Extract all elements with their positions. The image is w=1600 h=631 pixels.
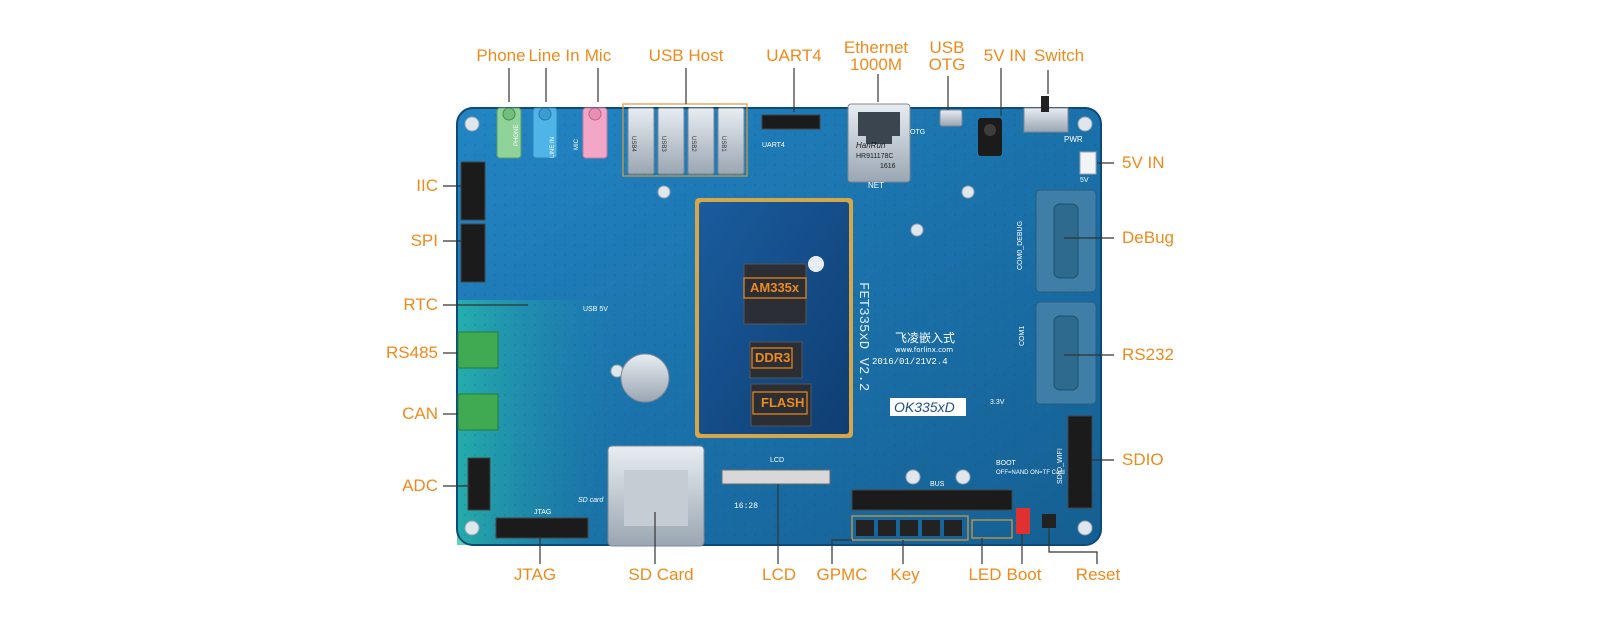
silk-date: 2016/01/21 xyxy=(872,357,926,367)
silk-website: www.forlinx.com xyxy=(895,346,953,354)
silk-version: V2.4 xyxy=(926,357,948,367)
left-headers xyxy=(457,161,589,539)
silk-net: NET xyxy=(868,181,884,190)
silk-boot: BOOT xyxy=(996,460,1017,467)
ethernet-port xyxy=(847,103,911,183)
label-usb-otg-line2: OTG xyxy=(928,55,966,74)
silk-module-name: FET335xD V2.2 xyxy=(855,282,871,391)
label-gpmc: GPMC xyxy=(816,565,868,584)
silk-com0-debug: COM0_DEBUG xyxy=(1017,221,1024,270)
label-reset: Reset xyxy=(1075,565,1121,584)
silk-eth-brand: HanRun xyxy=(856,141,886,150)
uart4-header xyxy=(761,114,821,130)
chip-label-cpu: AM335x xyxy=(750,280,800,295)
label-usb-host: USB Host xyxy=(648,46,724,65)
silk-usb3: USB3 xyxy=(660,136,666,152)
silk-board-name: OK335xD xyxy=(894,399,955,415)
label-rs232: RS232 xyxy=(1122,345,1174,364)
silk-fpc-code: 16:28 xyxy=(734,502,758,511)
silk-bus: BUS xyxy=(930,481,945,488)
silk-usb1: USB1 xyxy=(720,136,726,152)
silk-otg: OTG xyxy=(910,129,925,136)
label-jtag: JTAG xyxy=(513,565,557,584)
silk-3v3: 3.3V xyxy=(990,399,1005,406)
silk-line-in: LINE IN xyxy=(550,137,556,158)
label-key: Key xyxy=(890,565,920,584)
label-sd-card: SD Card xyxy=(628,565,694,584)
label-ethernet: Ethernet xyxy=(843,38,909,57)
label-5v-in-right: 5V IN xyxy=(1122,153,1165,172)
silk-com1: COM1 xyxy=(1019,326,1026,346)
label-switch: Switch xyxy=(1033,46,1085,65)
silk-mic: MIC xyxy=(574,138,580,150)
silk-sd-card: SD card xyxy=(578,497,604,504)
label-spi: SPI xyxy=(410,231,438,250)
label-line-in: Line In xyxy=(528,46,580,65)
leader-lines xyxy=(443,68,1114,564)
silk-uart4: UART4 xyxy=(762,142,785,149)
label-uart4: UART4 xyxy=(766,46,822,65)
core-module xyxy=(695,198,853,438)
bottom-components xyxy=(721,469,1056,541)
label-5v-in-top: 5V IN xyxy=(983,46,1027,65)
label-led: LED xyxy=(968,565,1002,584)
label-mic: Mic xyxy=(584,46,612,65)
label-rtc: RTC xyxy=(403,295,438,314)
silk-pwr: PWR xyxy=(1064,135,1083,144)
silk-boot-opts: OFF=NAND ON=TF Card xyxy=(996,470,1065,476)
chip-label-flash: FLASH xyxy=(761,395,805,410)
label-debug: DeBug xyxy=(1122,228,1174,247)
silk-sdio-wifi: SDIO_WIFI xyxy=(1057,448,1064,484)
silk-phone: PHONE xyxy=(514,125,520,146)
silk-usb4: USB4 xyxy=(630,136,636,152)
label-ethernet-speed: 1000M xyxy=(850,55,902,74)
chip-label-ddr3: DDR3 xyxy=(755,350,791,365)
audio-jacks xyxy=(496,107,608,159)
silk-usb-5v: USB 5V xyxy=(583,306,608,313)
silk-5v: 5V xyxy=(1080,177,1089,184)
silk-brand: 飞凌嵌入式 xyxy=(895,331,955,345)
label-can: CAN xyxy=(402,404,438,423)
sdio-header xyxy=(1067,415,1093,509)
label-adc: ADC xyxy=(402,476,438,495)
silk-usb2: USB2 xyxy=(690,136,696,152)
label-phone: Phone xyxy=(476,46,526,65)
label-iic: IIC xyxy=(416,176,438,195)
label-lcd: LCD xyxy=(761,565,797,584)
serial-ports xyxy=(1035,189,1097,405)
label-rs485: RS485 xyxy=(386,343,438,362)
label-usb-otg-line1: USB xyxy=(929,38,965,57)
silk-eth-model: HR911178C xyxy=(856,153,894,160)
silk-eth-date: 1616 xyxy=(880,163,896,170)
rtc-and-sd xyxy=(607,353,705,547)
usb-host-ports xyxy=(622,103,748,177)
silk-jtag: JTAG xyxy=(534,509,551,516)
silk-lcd: LCD xyxy=(770,457,784,464)
label-boot: Boot xyxy=(1006,565,1042,584)
label-sdio: SDIO xyxy=(1122,450,1164,469)
power-area xyxy=(939,96,1097,175)
